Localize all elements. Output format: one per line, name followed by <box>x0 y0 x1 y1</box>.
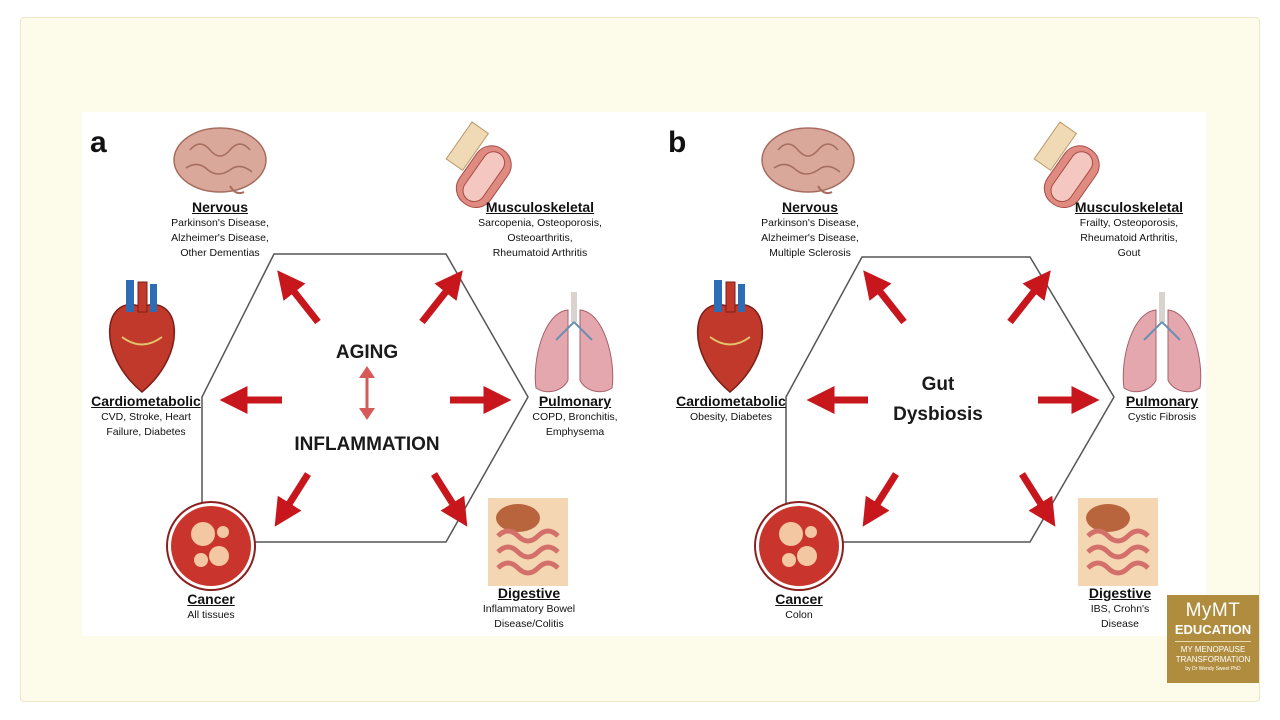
organ-desc: Frailty, Osteoporosis, Rheumatoid Arthri… <box>1079 217 1179 259</box>
double-arrow-icon <box>359 366 375 420</box>
organ-title: Nervous <box>191 199 249 215</box>
muscle-icon <box>445 121 512 209</box>
panel-letter: b <box>668 126 687 159</box>
center-label-bottom: INFLAMMATION <box>294 434 440 455</box>
logo-line-1: MyMT <box>1185 600 1241 621</box>
logo-line-4: TRANSFORMATION <box>1175 655 1251 664</box>
arrow-digestive <box>1019 472 1056 527</box>
organ-title: Pulmonary <box>1125 393 1199 409</box>
brain-icon <box>173 127 267 195</box>
brain-icon <box>761 127 855 195</box>
center-label-top: Gut <box>921 374 955 395</box>
organ-title: Cancer <box>775 591 823 607</box>
heart-icon <box>696 280 764 393</box>
organ-desc: IBS, Crohn's Disease <box>1090 603 1150 630</box>
organ-cancer: Cancer All tissues <box>156 590 266 623</box>
panel-b-graphics <box>696 121 1202 591</box>
arrow-nervous <box>863 270 907 325</box>
arrow-digestive <box>431 472 468 527</box>
logo-divider <box>1175 641 1251 642</box>
panel-letter: a <box>90 126 107 159</box>
organ-title: Musculoskeletal <box>1074 199 1184 215</box>
heart-icon <box>108 280 176 393</box>
arrow-cancer <box>862 472 899 527</box>
panel-b: b Gut Dysbiosis Nervous Parkinson's Dise… <box>668 112 1230 636</box>
arrow-cancer <box>274 472 311 527</box>
digestive-icon <box>488 498 568 586</box>
organ-musculoskeletal: Musculoskeletal Sarcopenia, Osteoporosis… <box>460 198 620 261</box>
organ-digestive: Digestive IBS, Crohn's Disease <box>1072 584 1168 632</box>
organ-desc: CVD, Stroke, Heart Failure, Diabetes <box>101 411 191 438</box>
organ-desc: Cystic Fibrosis <box>1127 411 1197 423</box>
organ-desc: Obesity, Diabetes <box>689 411 773 423</box>
organ-desc: Parkinson's Disease, Alzheimer's Disease… <box>171 217 269 259</box>
center-label-bottom: Dysbiosis <box>893 404 983 425</box>
organ-musculoskeletal: Musculoskeletal Frailty, Osteoporosis, R… <box>1054 198 1204 261</box>
hexagon <box>201 253 529 543</box>
logo-line-5: by Dr Wendy Sweet PhD <box>1185 666 1241 672</box>
digestive-icon <box>1078 498 1158 586</box>
organ-pulmonary: Pulmonary COPD, Bronchitis, Emphysema <box>520 392 630 440</box>
organ-title: Cardiometabolic <box>91 393 201 409</box>
organ-cancer: Cancer Colon <box>744 590 854 623</box>
organ-desc: Sarcopenia, Osteoporosis, Osteoarthritis… <box>478 217 602 259</box>
organ-cardiometabolic: Cardiometabolic CVD, Stroke, Heart Failu… <box>82 392 210 440</box>
cancer-cell-icon <box>166 501 256 591</box>
center-label-top: AGING <box>335 342 399 363</box>
organ-desc: Parkinson's Disease, Alzheimer's Disease… <box>761 217 859 259</box>
organ-desc: Colon <box>785 609 813 621</box>
organ-desc: Inflammatory Bowel Disease/Colitis <box>482 603 576 630</box>
organ-title: Digestive <box>1088 585 1152 601</box>
panel-a-graphics <box>108 121 614 591</box>
lungs-icon <box>1122 292 1202 393</box>
cancer-cell-icon <box>754 501 844 591</box>
organ-title: Musculoskeletal <box>485 199 595 215</box>
arrow-musculoskeletal <box>419 270 463 325</box>
organ-pulmonary: Pulmonary Cystic Fibrosis <box>1114 392 1210 425</box>
organ-title: Digestive <box>497 585 561 601</box>
organ-cardiometabolic: Cardiometabolic Obesity, Diabetes <box>668 392 794 425</box>
organ-title: Nervous <box>781 199 839 215</box>
organ-nervous: Nervous Parkinson's Disease, Alzheimer's… <box>740 198 880 261</box>
lungs-icon <box>534 292 614 393</box>
organ-title: Pulmonary <box>538 393 612 409</box>
hexagon <box>785 256 1115 543</box>
organ-digestive: Digestive Inflammatory Bowel Disease/Col… <box>462 584 596 632</box>
arrow-musculoskeletal <box>1007 270 1051 325</box>
panel-a: a AGING INFLAMMATION Nervous Parkinson's… <box>82 112 644 636</box>
mymt-logo[interactable]: MyMT EDUCATION MY MENOPAUSE TRANSFORMATI… <box>1167 595 1259 683</box>
figure: a AGING INFLAMMATION Nervous Parkinson's… <box>82 112 1206 636</box>
organ-title: Cancer <box>187 591 235 607</box>
arrow-nervous <box>277 270 321 325</box>
organ-desc: All tissues <box>187 609 235 621</box>
muscle-icon <box>1033 121 1100 209</box>
organ-title: Cardiometabolic <box>676 393 786 409</box>
logo-line-2: EDUCATION <box>1174 622 1252 637</box>
logo-line-3: MY MENOPAUSE <box>1180 645 1246 654</box>
organ-desc: COPD, Bronchitis, Emphysema <box>532 411 618 438</box>
organ-nervous: Nervous Parkinson's Disease, Alzheimer's… <box>150 198 290 261</box>
